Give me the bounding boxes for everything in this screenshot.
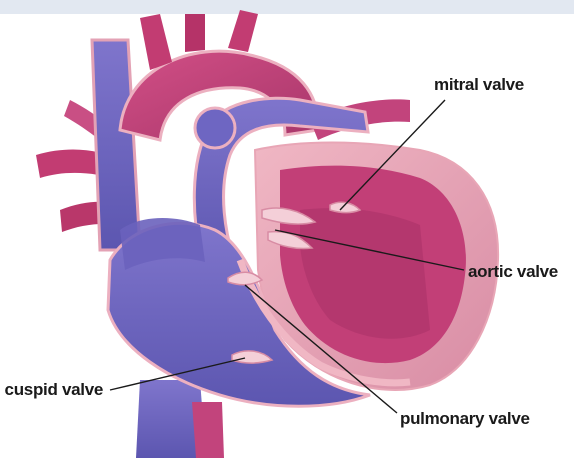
mitral-valve-label: mitral valve — [434, 76, 524, 93]
pulmonary-valve-label: pulmonary valve — [400, 410, 530, 427]
superior-vena-cava — [92, 40, 140, 250]
tricuspid-valve-label: cuspid valve — [5, 381, 103, 398]
aortic-valve-label: aortic valve — [468, 263, 558, 280]
